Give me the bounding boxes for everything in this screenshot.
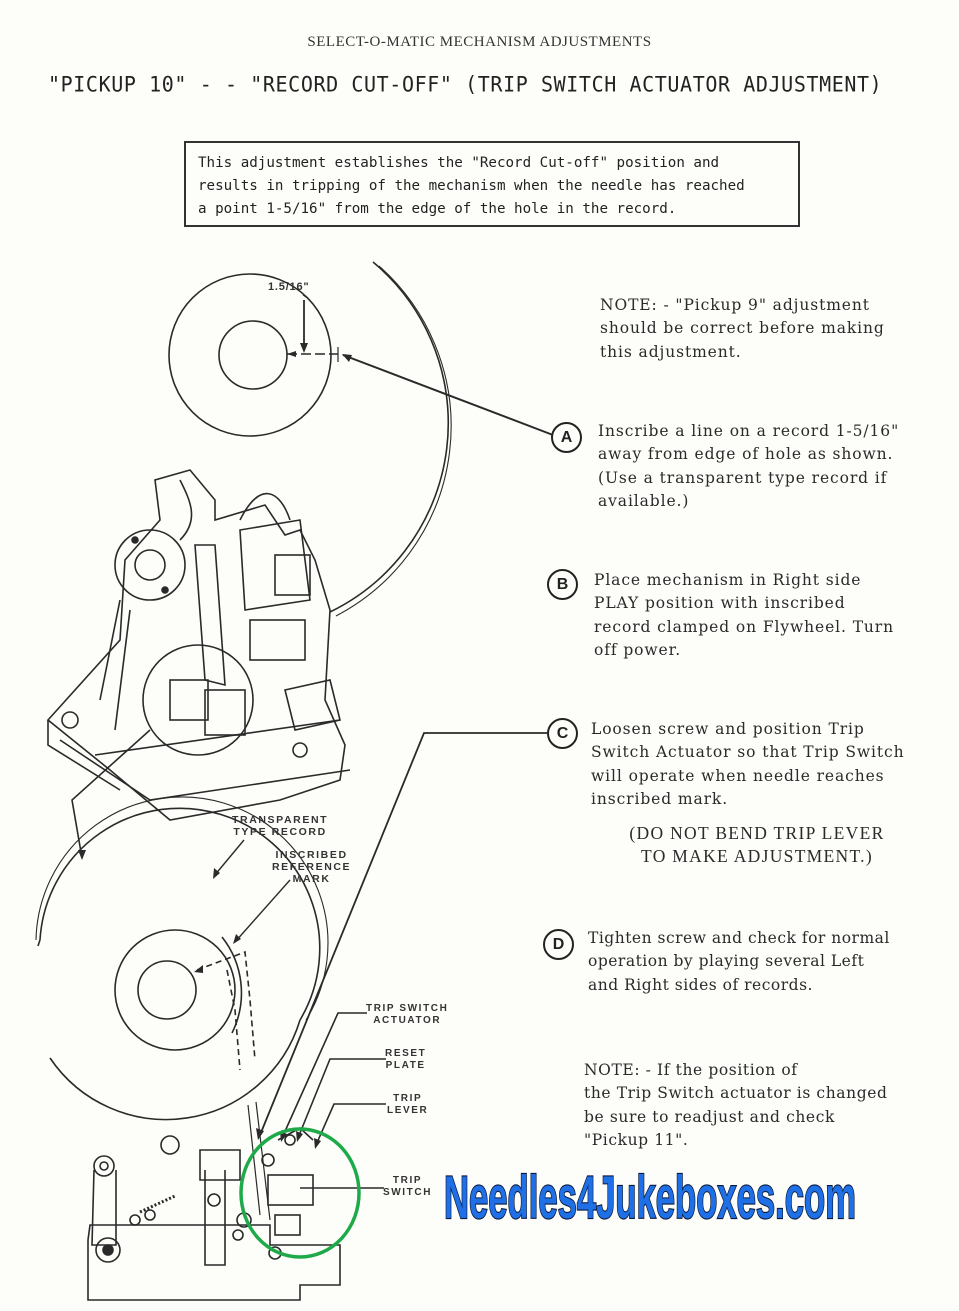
label-line: TYPE RECORD <box>233 826 327 838</box>
step-d-text: Tighten screw and check for normal opera… <box>588 927 890 997</box>
step-line: Switch Actuator so that Trip Switch <box>591 743 905 762</box>
mechanism-illustration <box>46 469 351 860</box>
label-line: PLATE <box>385 1060 426 1071</box>
label-trip-lever: TRIP LEVER <box>387 1093 428 1117</box>
step-c-text: Loosen screw and position Trip Switch Ac… <box>591 718 905 811</box>
note-line: this adjustment. <box>600 342 742 361</box>
label-line: LEVER <box>387 1105 429 1116</box>
step-line: PLAY position with inscribed <box>594 594 846 613</box>
note-readjust: NOTE: - If the position of the Trip Swit… <box>584 1059 888 1152</box>
step-line: away from edge of hole as shown. <box>598 445 894 464</box>
intro-line: results in tripping of the mechanism whe… <box>198 178 745 194</box>
step-d-marker: D <box>543 929 574 960</box>
note-line: the Trip Switch actuator is changed <box>584 1084 888 1103</box>
label-line: INSCRIBED <box>275 849 348 861</box>
label-transparent-record: TRANSPARENT TYPE RECORD <box>232 814 328 838</box>
label-trip-switch-actuator: TRIP SWITCH ACTUATOR <box>366 1003 448 1027</box>
step-line: Inscribe a line on a record 1-5/16" <box>598 422 900 440</box>
record-dimension-diagram <box>168 261 554 617</box>
dimension-label: 1.5/16" <box>268 281 310 293</box>
watermark-logo: Needles4Jukeboxes.com <box>444 1163 857 1232</box>
label-trip-switch: TRIP SWITCH <box>383 1175 432 1199</box>
label-line: RESET <box>385 1048 427 1059</box>
step-line: inscribed mark. <box>591 789 729 808</box>
step-line: Loosen screw and position Trip <box>591 720 865 738</box>
warning-line: (DO NOT BEND TRIP LEVER <box>629 823 885 843</box>
intro-line: This adjustment establishes the "Record … <box>198 155 720 171</box>
label-line: TRANSPARENT <box>232 814 329 826</box>
note-line: be sure to readjust and check <box>584 1107 835 1126</box>
step-b-marker: B <box>547 569 578 600</box>
intro-line: a point 1-5/16" from the edge of the hol… <box>198 201 677 217</box>
step-c-marker: C <box>547 718 578 749</box>
warning-line: TO MAKE ADJUSTMENT.) <box>641 846 873 867</box>
step-line: off power. <box>594 640 682 659</box>
page-title: "PICKUP 10" - - "RECORD CUT-OFF" (TRIP S… <box>48 71 883 97</box>
intro-box: This adjustment establishes the "Record … <box>184 141 800 227</box>
step-a-marker: A <box>551 422 582 453</box>
label-line: TRIP <box>392 1175 423 1186</box>
step-line: Place mechanism in Right side <box>594 571 862 589</box>
label-line: TRIP SWITCH <box>366 1003 449 1014</box>
label-line: ACTUATOR <box>373 1015 442 1026</box>
label-reset-plate: RESET PLATE <box>385 1048 426 1072</box>
label-line: REFERENCE <box>272 861 352 873</box>
note-line: NOTE: - "Pickup 9" adjustment <box>600 296 870 314</box>
label-line: MARK <box>292 873 331 885</box>
watermark-text: Needles4Jukeboxes.com <box>444 1164 856 1231</box>
label-line: SWITCH <box>383 1187 433 1198</box>
step-line: will operate when needle reaches <box>591 766 885 785</box>
section-title: SELECT-O-MATIC MECHANISM ADJUSTMENTS <box>307 34 652 50</box>
note-line: should be correct before making <box>600 319 885 338</box>
step-line: operation by playing several Left <box>588 952 865 971</box>
step-line: (Use a transparent type record if <box>598 468 888 487</box>
note-line: NOTE: - If the position of <box>584 1061 798 1079</box>
step-line: record clamped on Flywheel. Turn <box>594 617 895 636</box>
highlight-circle <box>239 1127 361 1259</box>
note-prerequisite: NOTE: - "Pickup 9" adjustment should be … <box>600 294 885 364</box>
note-line: "Pickup 11". <box>584 1130 689 1149</box>
step-b-text: Place mechanism in Right side PLAY posit… <box>594 569 894 662</box>
label-inscribed-mark: INSCRIBED REFERENCE MARK <box>272 849 351 885</box>
step-c-warning: (DO NOT BEND TRIP LEVER TO MAKE ADJUSTME… <box>612 822 902 869</box>
step-line: Tighten screw and check for normal <box>588 929 890 947</box>
record-illustration <box>35 732 553 1301</box>
step-a-text: Inscribe a line on a record 1-5/16" away… <box>598 420 899 513</box>
step-line: and Right sides of records. <box>588 975 813 994</box>
label-line: TRIP <box>393 1093 423 1104</box>
step-line: available.) <box>598 491 690 510</box>
